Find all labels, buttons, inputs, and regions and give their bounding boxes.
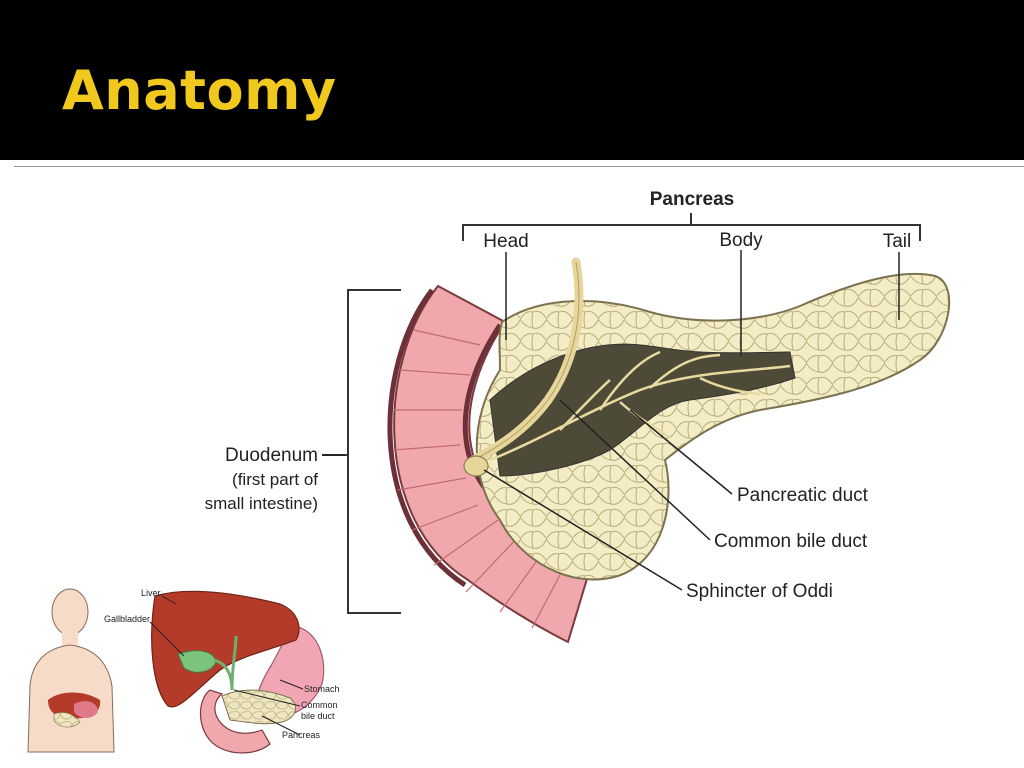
duodenum-sublabel-1: (first part of [232, 470, 318, 489]
sphincter-shape [463, 455, 489, 477]
pancreatic-duct-label: Pancreatic duct [737, 485, 869, 506]
pancreas-anatomy-diagram: Pancreas Head Body Tail [27, 189, 951, 754]
inset-common-bile-duct-label-1: Common [301, 700, 338, 710]
body-label: Body [719, 230, 763, 251]
inset-pancreas-label: Pancreas [282, 730, 321, 740]
leader-lines [322, 250, 900, 591]
duodenum-label: Duodenum [225, 445, 318, 466]
common-bile-duct-label: Common bile duct [714, 531, 868, 552]
inset-liver-label: Liver [141, 588, 161, 598]
inset-body-figure [27, 588, 115, 753]
sphincter-of-oddi-label: Sphincter of Oddi [686, 581, 833, 602]
slide-header: Anatomy [0, 0, 1024, 160]
slide-title: Anatomy [62, 59, 337, 122]
duodenum-sublabel-2: small intestine) [205, 494, 318, 513]
inset-leader-lines [149, 595, 304, 736]
inset-common-bile-duct-label-2: bile duct [301, 711, 335, 721]
head-label: Head [483, 231, 528, 252]
inset-gallbladder-label: Gallbladder [104, 614, 150, 624]
tail-label: Tail [883, 231, 912, 252]
inset-organs [151, 590, 325, 754]
pancreas-bracket [462, 213, 921, 241]
divider-line [14, 166, 1024, 167]
pancreas-label: Pancreas [650, 189, 735, 210]
inset-stomach-label: Stomach [304, 684, 340, 694]
